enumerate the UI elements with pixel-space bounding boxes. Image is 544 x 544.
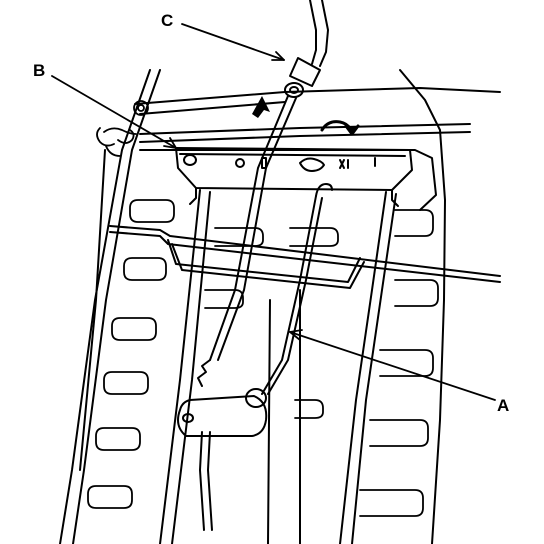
lift-arrow-icon xyxy=(252,96,270,118)
release-lever xyxy=(177,388,268,531)
seat-spring-slots-right xyxy=(204,209,439,517)
top-cross-rods xyxy=(134,87,501,143)
leader-line-b xyxy=(51,75,177,149)
horizontal-bent-rod xyxy=(109,225,501,289)
leader-line-c xyxy=(181,23,285,61)
callout-label-a: A xyxy=(497,396,510,415)
left-clip xyxy=(96,100,149,157)
callout-label-b: B xyxy=(33,61,46,80)
rotate-arrow-icon xyxy=(320,120,360,136)
seat-frame-left-rails xyxy=(59,69,161,544)
upper-bracket-plate xyxy=(175,147,413,207)
leader-line-a xyxy=(289,329,496,401)
seat-spring-slots-left xyxy=(87,199,175,509)
callout-label-c: C xyxy=(161,11,174,30)
cable-c xyxy=(197,0,329,387)
cable-a xyxy=(261,183,333,395)
vertical-frame-rails xyxy=(159,189,397,544)
